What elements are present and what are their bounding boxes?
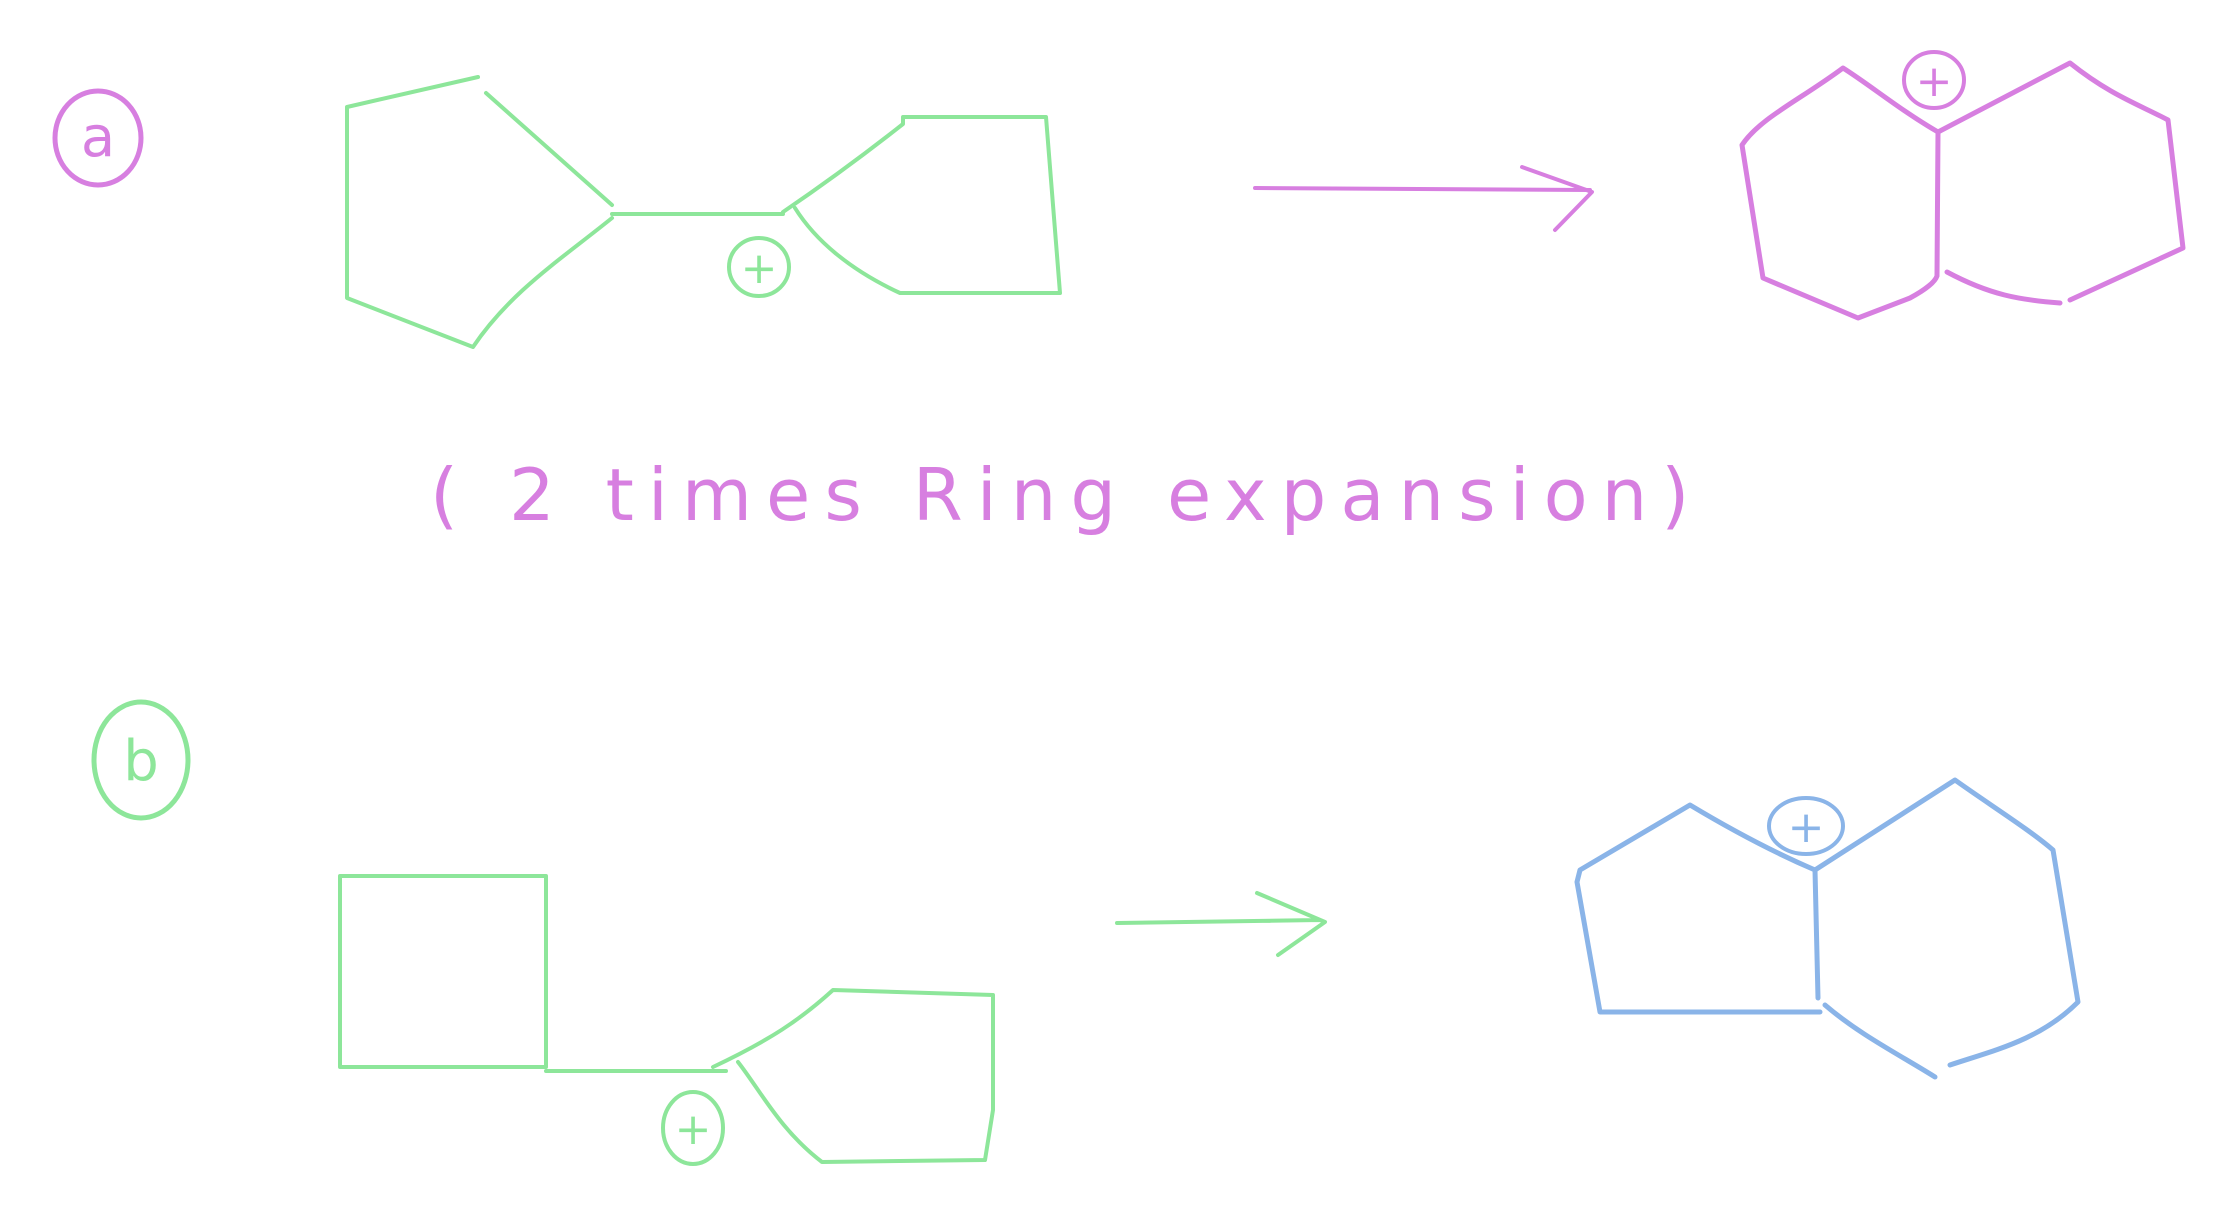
reactant-b-positive-charge: +: [661, 1090, 725, 1166]
product-b-positive-charge: +: [1767, 796, 1845, 856]
reactant-a-positive-charge: +: [727, 236, 791, 298]
reactant-b-cyclobutane-ring: [338, 874, 548, 1069]
part-b-label: b: [91, 699, 191, 821]
part-a-label: a: [52, 88, 144, 188]
part-a: a + + ( 2 times Ring expansion): [52, 50, 2186, 537]
product-b-charge-symbol: +: [1788, 802, 1825, 853]
reaction-arrow-a: [1253, 165, 1594, 232]
reactant-b-cation-ring: [711, 988, 995, 1164]
product-b-bicyclic-cation: +: [1574, 777, 2081, 1080]
reactant-a-cation-ring: [781, 115, 1062, 295]
reactant-a-cyclopentane-ring: [345, 75, 614, 349]
reaction-arrow-b: [1115, 891, 1327, 957]
product-a-positive-charge: +: [1902, 50, 1966, 110]
part-a-label-text: a: [81, 105, 115, 170]
ring-expansion-note: ( 2 times Ring expansion): [430, 453, 1703, 537]
reactant-a-charge-symbol: +: [741, 243, 778, 294]
part-b: b + +: [91, 699, 2081, 1166]
product-a-charge-symbol: +: [1916, 56, 1953, 107]
reactant-b-charge-symbol: +: [675, 1104, 712, 1155]
product-a-bicyclic-cation: +: [1739, 50, 2186, 321]
part-b-label-text: b: [123, 729, 159, 794]
